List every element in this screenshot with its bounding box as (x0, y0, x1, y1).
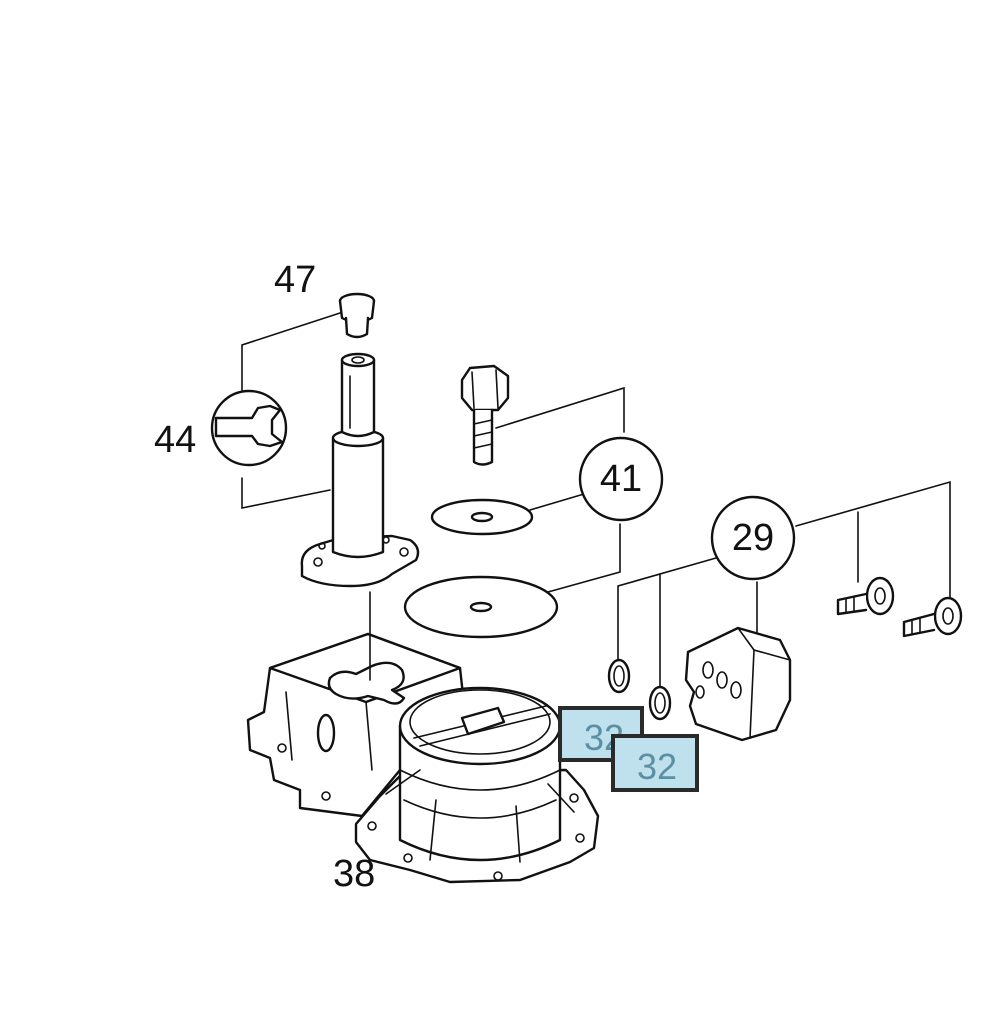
label-41: 41 (600, 458, 642, 500)
screw-2 (902, 596, 963, 638)
label-44: 44 (154, 419, 196, 461)
wrench-icon (210, 389, 288, 467)
screw-1 (836, 576, 895, 616)
label-32-b: 32 (637, 746, 677, 787)
label-38: 38 (333, 853, 375, 895)
shaft-with-flange (300, 352, 420, 588)
bolt (460, 364, 510, 466)
highlight-box (611, 734, 699, 792)
bracket-41 (495, 386, 625, 593)
o-ring-1 (607, 658, 631, 694)
bracket-29 (617, 480, 951, 687)
housing-38 (246, 591, 600, 884)
label-29: 29 (732, 517, 774, 559)
callout-circle-41 (578, 436, 664, 522)
label-47: 47 (274, 259, 316, 301)
large-washer (403, 575, 559, 639)
o-ring-2 (648, 685, 672, 721)
part-47-cap (338, 292, 376, 339)
small-washer (430, 498, 534, 536)
highlight-label-32-b[interactable]: 32 (611, 734, 699, 792)
bracket-44 (241, 312, 341, 509)
gasket-block (684, 626, 792, 742)
callout-circle-29 (710, 495, 796, 581)
